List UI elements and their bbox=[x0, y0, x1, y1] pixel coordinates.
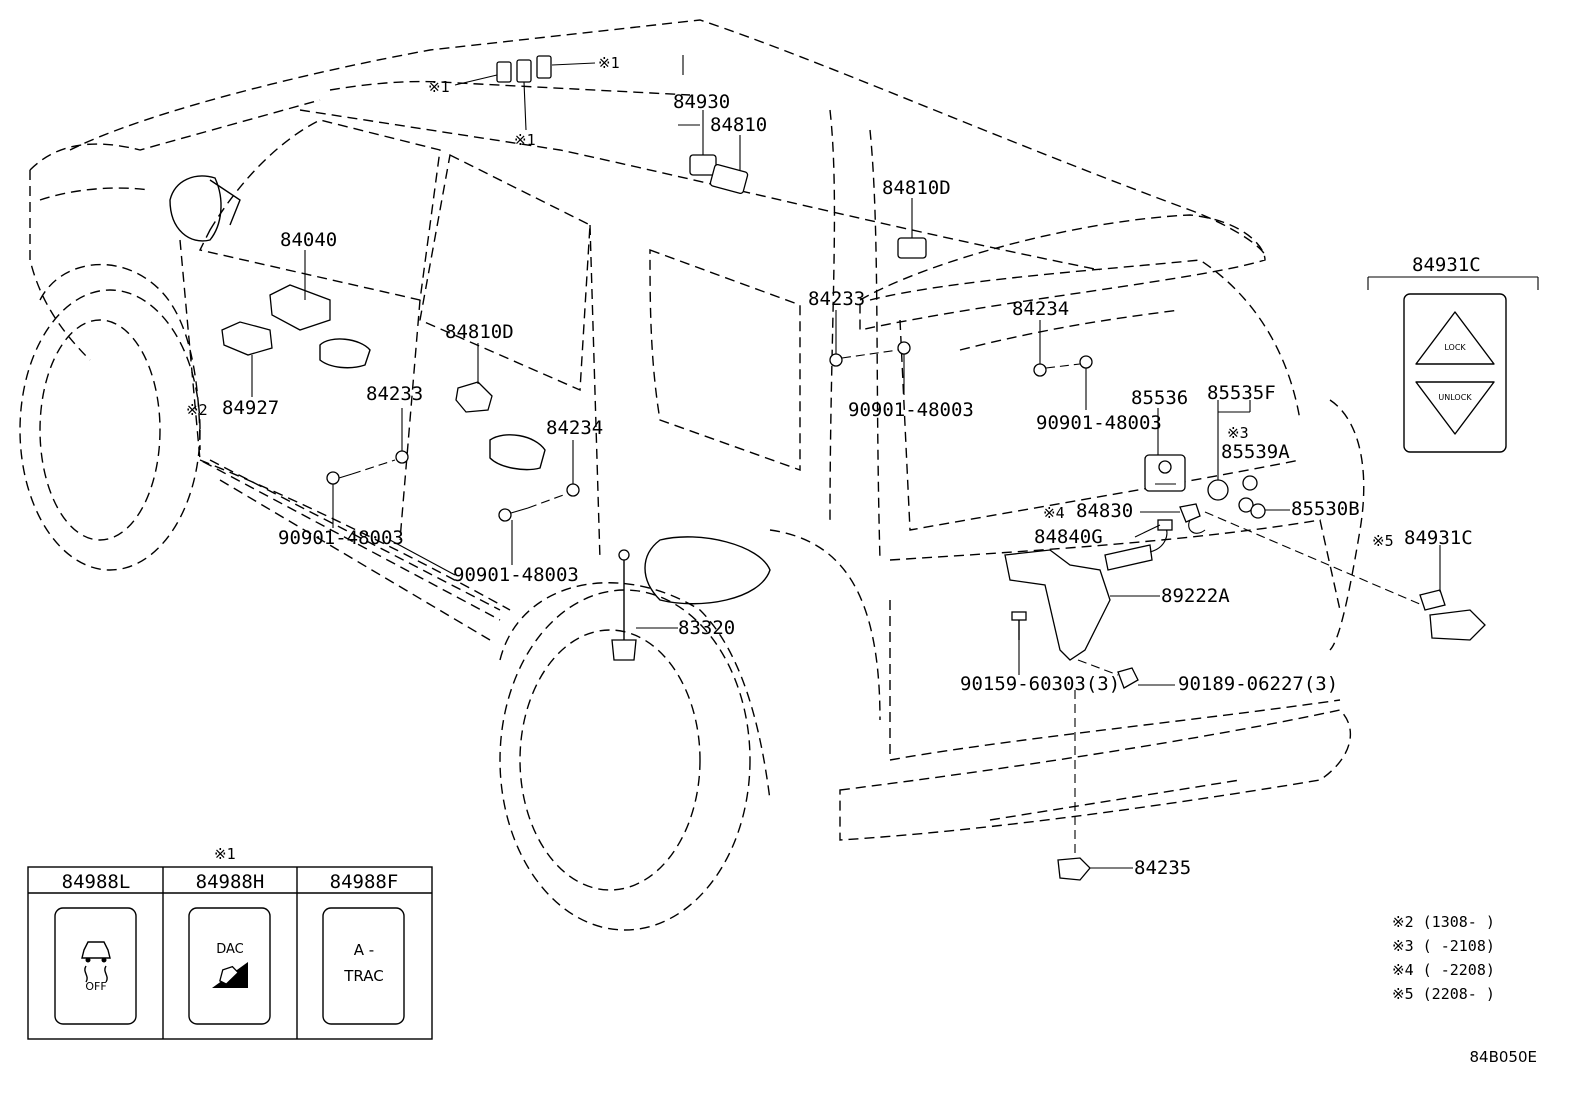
label-84234-side: 84234 bbox=[546, 417, 603, 439]
bolt-90901-48003-b bbox=[498, 493, 567, 565]
switch-part-84988H: 84988H bbox=[196, 871, 265, 893]
bolt-90901-48003-c bbox=[841, 341, 911, 395]
note-5: ※5 (2208- ) bbox=[1392, 985, 1495, 1003]
a-trac-line-2: TRAC bbox=[343, 967, 383, 985]
traction-off-icon bbox=[81, 941, 111, 983]
part-89222A bbox=[1004, 549, 1160, 661]
label-84810: 84810 bbox=[710, 114, 767, 136]
part-84840G bbox=[1104, 519, 1173, 571]
part-84930 bbox=[678, 55, 717, 176]
label-90901-48003-b: 90901-48003 bbox=[453, 564, 579, 586]
label-84040: 84040 bbox=[280, 229, 337, 251]
notes: ※2 (1308- ) ※3 ( -2108) ※4 ( -2208) ※5 (… bbox=[1392, 913, 1495, 1003]
label-90901-48003-a: 90901-48003 bbox=[278, 527, 404, 549]
trac-off-switch bbox=[54, 907, 137, 1025]
roof-mark-right: ※1 bbox=[598, 54, 620, 72]
part-84233-side bbox=[395, 408, 409, 464]
label-90159-60303: 90159-60303(3) bbox=[960, 673, 1120, 695]
part-85536 bbox=[1144, 408, 1186, 492]
label-85539A: 85539A bbox=[1221, 441, 1290, 463]
label-90901-48003-d: 90901-48003 bbox=[1036, 412, 1162, 434]
switch-group-mark: ※1 bbox=[214, 845, 236, 863]
switch-part-84988F: 84988F bbox=[330, 871, 399, 893]
part-85539A bbox=[1242, 475, 1258, 491]
bolt-90901-48003-a bbox=[326, 459, 396, 528]
label-84235: 84235 bbox=[1134, 857, 1191, 879]
label-89222A: 89222A bbox=[1161, 585, 1230, 607]
vehicle-outline bbox=[19, 19, 1365, 931]
mark-5: ※5 bbox=[1372, 532, 1394, 550]
roof-switch-cluster bbox=[454, 55, 596, 131]
part-84235 bbox=[1057, 690, 1133, 881]
label-90901-48003-c: 90901-48003 bbox=[848, 399, 974, 421]
label-84840G: 84840G bbox=[1034, 526, 1103, 548]
clip-90189-06227 bbox=[1077, 659, 1175, 689]
label-84931C-box: 84931C bbox=[1412, 254, 1481, 276]
note-4: ※4 ( -2208) bbox=[1392, 961, 1495, 979]
roof-mark-left: ※1 bbox=[428, 78, 450, 96]
label-84233-side: 84233 bbox=[366, 383, 423, 405]
part-84810D-side bbox=[455, 343, 493, 413]
label-90189-06227: 90189-06227(3) bbox=[1178, 673, 1338, 695]
mark-2: ※2 bbox=[186, 401, 208, 419]
label-85530B: 85530B bbox=[1291, 498, 1360, 520]
lock-switch-detail bbox=[1367, 276, 1539, 453]
part-84234-gate bbox=[1033, 320, 1047, 377]
label-84930: 84930 bbox=[673, 91, 730, 113]
note-2: ※2 (1308- ) bbox=[1392, 913, 1495, 931]
a-trac-switch bbox=[322, 907, 405, 1025]
dac-switch bbox=[188, 907, 271, 1025]
switch-table: ※1 84988L 84988H 84988F OFF DAC A - TRAC bbox=[27, 845, 433, 1040]
bolt-90159-60303 bbox=[1011, 611, 1027, 675]
part-84830 bbox=[1140, 503, 1206, 534]
part-84810D-top bbox=[897, 198, 927, 259]
roof-mark-bottom: ※1 bbox=[514, 131, 536, 149]
label-84830: 84830 bbox=[1076, 500, 1133, 522]
label-85536: 85536 bbox=[1131, 387, 1188, 409]
trac-off-text: OFF bbox=[85, 980, 106, 993]
diagram-code: 84B050E bbox=[1470, 1048, 1538, 1066]
part-83320 bbox=[611, 549, 678, 661]
part-85530B bbox=[1238, 497, 1290, 519]
bolt-90901-48003-d bbox=[1045, 355, 1093, 410]
unlock-label: UNLOCK bbox=[1438, 393, 1472, 402]
label-84233-pillar: 84233 bbox=[808, 288, 865, 310]
switch-part-84988L: 84988L bbox=[62, 871, 131, 893]
label-84927: 84927 bbox=[222, 397, 279, 419]
label-84931C-rear: 84931C bbox=[1404, 527, 1473, 549]
downhill-assist-icon bbox=[212, 962, 248, 988]
part-84040 bbox=[269, 250, 331, 331]
part-85535F bbox=[1207, 400, 1251, 501]
part-84233-pillar bbox=[829, 310, 843, 367]
label-84810D-side: 84810D bbox=[445, 321, 514, 343]
label-84810D-top: 84810D bbox=[882, 177, 951, 199]
label-85535F: 85535F bbox=[1207, 382, 1276, 404]
dac-text: DAC bbox=[216, 942, 244, 957]
part-84931C-rear bbox=[1204, 511, 1486, 641]
part-84810 bbox=[709, 135, 749, 195]
part-84234-side bbox=[566, 440, 580, 497]
mark-4: ※4 bbox=[1043, 504, 1065, 522]
label-84234-gate: 84234 bbox=[1012, 298, 1069, 320]
a-trac-line-1: A - bbox=[354, 941, 374, 959]
mark-3: ※3 bbox=[1227, 424, 1249, 442]
note-3: ※3 ( -2108) bbox=[1392, 937, 1495, 955]
label-83320: 83320 bbox=[678, 617, 735, 639]
leader-48003-a bbox=[389, 539, 456, 576]
part-84927 bbox=[221, 321, 273, 397]
lock-label: LOCK bbox=[1444, 343, 1466, 352]
